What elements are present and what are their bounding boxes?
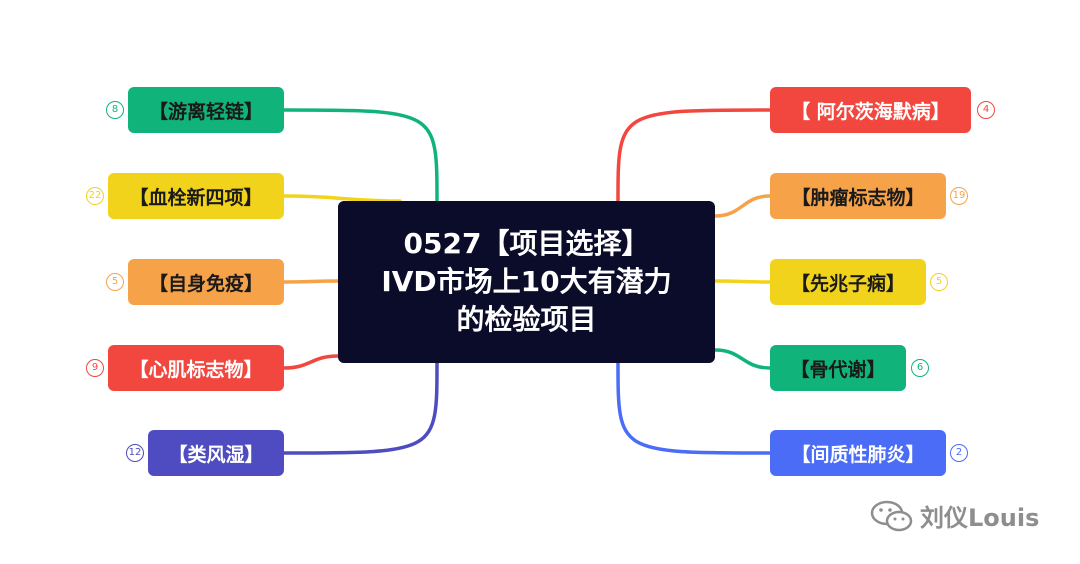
topic-count-badge[interactable]: 19 <box>950 187 968 205</box>
edge-connector <box>282 354 340 370</box>
topic-label: 【心肌标志物】 <box>129 358 263 381</box>
topic-label: 【类风湿】 <box>168 443 264 466</box>
central-topic-line-2: IVD市场上10大有潜力 <box>381 265 672 298</box>
topic-label: 【肿瘤标志物】 <box>791 186 925 209</box>
topic-node-rheumatoid[interactable]: 【类风湿】 <box>148 430 284 476</box>
topic-count-badge[interactable]: 9 <box>86 359 104 377</box>
central-topic-line-1: 0527【项目选择】 <box>403 227 650 260</box>
topic-count-badge[interactable]: 6 <box>911 359 929 377</box>
topic-count-badge[interactable]: 5 <box>106 273 124 291</box>
topic-node-tumor-markers[interactable]: 【肿瘤标志物】 <box>770 173 946 219</box>
topic-count-badge[interactable]: 5 <box>930 273 948 291</box>
topic-node-interstitial-pneumonia[interactable]: 【间质性肺炎】 <box>770 430 946 476</box>
central-topic[interactable]: 0527【项目选择】 IVD市场上10大有潜力 的检验项目 <box>338 201 715 363</box>
topic-node-alzheimers[interactable]: 【 阿尔茨海默病】 <box>770 87 971 133</box>
topic-label: 【先兆子痫】 <box>790 272 905 295</box>
topic-node-thrombosis-four-items[interactable]: 【血栓新四项】 <box>108 173 284 219</box>
edge-connector <box>616 361 772 455</box>
topic-count-badge[interactable]: 2 <box>950 444 968 462</box>
watermark-text: 刘仪Louis <box>920 504 1040 532</box>
wechat-icon <box>870 500 913 531</box>
topic-node-bone-metabolism[interactable]: 【骨代谢】 <box>770 345 906 391</box>
topic-label: 【游离轻链】 <box>148 100 263 123</box>
topic-node-preeclampsia[interactable]: 【先兆子痫】 <box>770 259 926 305</box>
topic-label: 【血栓新四项】 <box>129 186 263 209</box>
topic-node-myocardial-markers[interactable]: 【心肌标志物】 <box>108 345 284 391</box>
topic-label: 【自身免疫】 <box>148 272 263 295</box>
edge-connector <box>713 194 772 218</box>
topic-label: 【间质性肺炎】 <box>791 443 925 466</box>
watermark: 刘仪Louis <box>870 498 1039 533</box>
topic-count-badge[interactable]: 4 <box>977 101 995 119</box>
central-topic-line-3: 的检验项目 <box>456 303 597 336</box>
topic-node-autoimmune[interactable]: 【自身免疫】 <box>128 259 284 305</box>
edge-connector <box>713 348 772 370</box>
topic-node-free-light-chain[interactable]: 【游离轻链】 <box>128 87 284 133</box>
edge-connector <box>713 279 772 284</box>
topic-count-badge[interactable]: 12 <box>126 444 144 462</box>
topic-count-badge[interactable]: 22 <box>86 187 104 205</box>
edge-connector <box>282 194 402 203</box>
topic-label: 【 阿尔茨海默病】 <box>791 100 950 123</box>
topic-count-badge[interactable]: 8 <box>106 101 124 119</box>
topic-label: 【骨代谢】 <box>790 358 886 381</box>
edge-connector <box>616 108 772 203</box>
edge-connector <box>282 361 439 455</box>
edge-connector <box>282 279 340 284</box>
edge-connector <box>282 108 439 203</box>
